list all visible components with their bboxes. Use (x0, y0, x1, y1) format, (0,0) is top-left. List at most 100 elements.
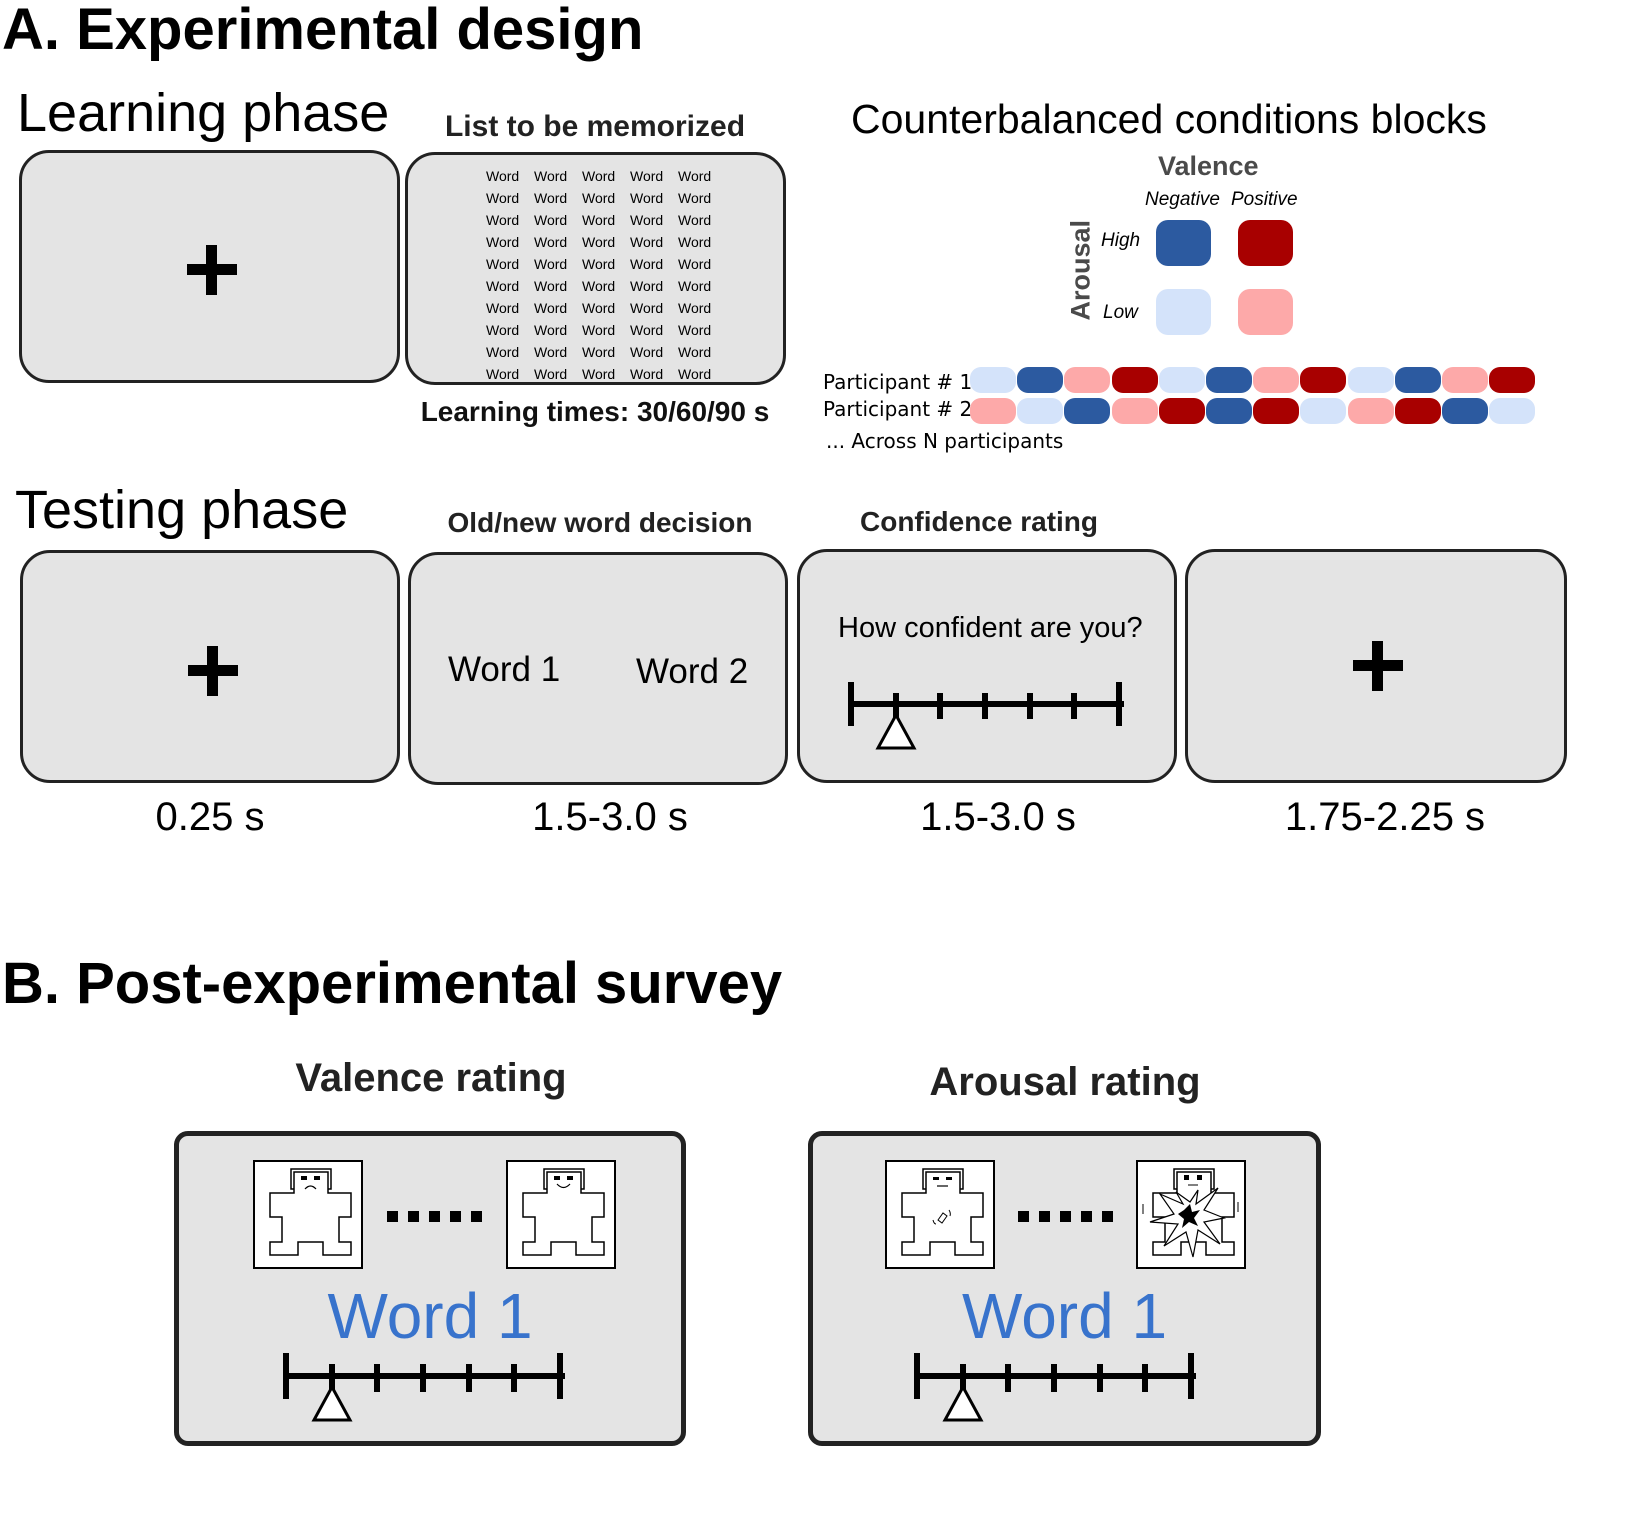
low-negative-square (1156, 289, 1211, 335)
valence-negative-label: Negative (1145, 189, 1220, 210)
scale-tick[interactable] (1071, 693, 1078, 719)
condition-block-high-positive (1111, 367, 1158, 393)
list-word: Word (534, 344, 568, 360)
high-negative-square (1156, 220, 1211, 266)
fixation-cross-icon (188, 646, 238, 696)
sam-calm-figure-icon[interactable] (885, 1160, 995, 1269)
timing-fixation-2: 1.75-2.25 s (1284, 795, 1486, 839)
condition-block-high-positive (1158, 398, 1205, 424)
list-word: Word (486, 344, 520, 360)
valence-scale[interactable] (283, 1353, 573, 1438)
list-word: Word (534, 366, 568, 382)
scale-tick[interactable] (283, 1353, 289, 1399)
list-word: Word (534, 190, 568, 206)
list-word: Word (630, 256, 664, 272)
list-word: Word (582, 344, 616, 360)
list-word: Word (534, 300, 568, 316)
testing-fixation-screen-2 (1185, 549, 1567, 783)
list-word: Word (582, 366, 616, 382)
high-positive-square (1238, 220, 1293, 266)
scale-tick[interactable] (328, 1364, 335, 1392)
scale-tick[interactable] (914, 1353, 920, 1399)
list-word: Word (678, 256, 712, 272)
sam-happy-figure-icon[interactable] (506, 1160, 616, 1269)
learning-fixation-screen (19, 150, 400, 383)
list-word: Word (534, 234, 568, 250)
scale-pointer-icon[interactable] (310, 1384, 354, 1424)
list-word: Word (678, 234, 712, 250)
condition-block-low-negative (1347, 367, 1394, 393)
list-word: Word (486, 278, 520, 294)
scale-tick[interactable] (937, 693, 944, 719)
arousal-scale[interactable] (914, 1353, 1204, 1438)
across-participants-label: ... Across N participants (826, 429, 1064, 453)
scale-pointer-icon[interactable] (941, 1384, 985, 1424)
word-1-option[interactable]: Word 1 (448, 650, 561, 689)
valence-axis-label: Valence (1158, 151, 1259, 181)
list-word: Word (534, 322, 568, 338)
fixation-cross-icon (1353, 641, 1403, 691)
timing-fixation-1: 0.25 s (155, 795, 265, 839)
scale-pointer-icon[interactable] (874, 712, 918, 752)
scale-tick[interactable] (1005, 1364, 1012, 1392)
list-word: Word (630, 234, 664, 250)
arousal-low-label: Low (1103, 302, 1138, 323)
list-word: Word (678, 212, 712, 228)
list-word: Word (582, 234, 616, 250)
confidence-rating-title: Confidence rating (860, 506, 1099, 537)
fixation-cross-icon (187, 245, 237, 295)
sam-excited-figure-icon[interactable] (1136, 1160, 1246, 1269)
arousal-high-label: High (1101, 230, 1141, 251)
scale-tick[interactable] (465, 1364, 472, 1392)
list-word: Word (582, 168, 616, 184)
condition-block-high-negative (1064, 398, 1111, 424)
scale-tick[interactable] (1026, 693, 1033, 719)
list-word: Word (678, 190, 712, 206)
condition-block-low-positive (970, 398, 1016, 424)
list-word: Word (534, 256, 568, 272)
scale-tick[interactable] (1142, 1364, 1149, 1392)
condition-block-high-negative (1442, 398, 1488, 424)
scale-tick[interactable] (982, 693, 988, 719)
list-word: Word (486, 212, 520, 228)
scale-tick[interactable] (1096, 1364, 1103, 1392)
section-b-title: B. Post-experimental survey (2, 951, 783, 1016)
list-word: Word (630, 190, 664, 206)
learning-phase-title: Learning phase (17, 83, 390, 143)
scale-tick[interactable] (892, 693, 899, 719)
list-word: Word (534, 168, 568, 184)
list-word: Word (678, 322, 712, 338)
condition-block-high-negative (1394, 367, 1441, 393)
scale-tick[interactable] (1116, 682, 1122, 726)
sam-sad-figure-icon[interactable] (253, 1160, 363, 1269)
scale-tick[interactable] (1051, 1364, 1057, 1392)
list-word: Word (582, 256, 616, 272)
list-word: Word (486, 300, 520, 316)
scale-tick[interactable] (1188, 1353, 1194, 1399)
scale-tick[interactable] (848, 682, 854, 726)
scale-dots (387, 1211, 482, 1222)
scale-tick[interactable] (557, 1353, 563, 1399)
condition-block-high-negative (1206, 367, 1252, 393)
condition-block-high-positive (1489, 367, 1536, 393)
scale-tick[interactable] (420, 1364, 426, 1392)
list-word: Word (630, 366, 664, 382)
condition-block-high-positive (1394, 398, 1441, 424)
list-word: Word (486, 256, 520, 272)
timing-decision: 1.5-3.0 s (532, 795, 688, 839)
scale-tick[interactable] (374, 1364, 381, 1392)
scale-tick[interactable] (511, 1364, 518, 1392)
condition-block-low-positive (1064, 367, 1111, 393)
scale-tick[interactable] (959, 1364, 966, 1392)
arousal-rating-title: Arousal rating (929, 1060, 1201, 1104)
word-2-option[interactable]: Word 2 (636, 652, 749, 691)
condition-block-high-negative (1206, 398, 1252, 424)
confidence-question: How confident are you? (838, 612, 1143, 644)
condition-block-high-negative (1017, 367, 1064, 393)
condition-block-high-positive (1300, 367, 1347, 393)
list-word: Word (678, 300, 712, 316)
confidence-scale[interactable] (848, 682, 1128, 762)
testing-fixation-screen-1 (20, 550, 400, 783)
list-word: Word (630, 344, 664, 360)
